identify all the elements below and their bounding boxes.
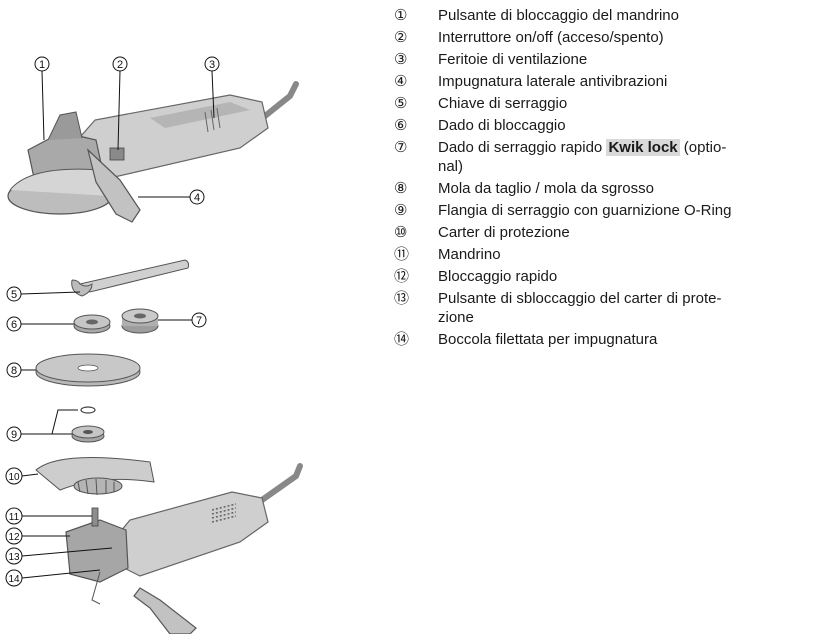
legend-text: Interruttore on/off (acceso/spento) — [438, 29, 664, 46]
legend-text: Pulsante di sbloccaggio del carter di pr… — [438, 290, 722, 326]
legend-item: ⑫ Bloccaggio rapido — [394, 267, 804, 286]
kwik-lock-nut-illustration — [121, 308, 159, 334]
flange-illustration — [71, 406, 105, 443]
parts-legend: ① Pulsante di bloccaggio del mandrino ② In… — [394, 6, 804, 352]
svg-text:9: 9 — [11, 429, 17, 441]
callout-13: 13 — [5, 547, 113, 565]
legend-text: Mandrino — [438, 246, 501, 263]
svg-text:10: 10 — [8, 472, 20, 483]
legend-number: ⑨ — [394, 202, 408, 219]
legend-number: ② — [394, 29, 408, 46]
svg-text:2: 2 — [117, 59, 123, 71]
lock-nut-illustration — [73, 314, 111, 334]
legend-item: ⑨ Flangia di serraggio con guarnizione O-… — [394, 201, 804, 220]
gear-head-bottom — [65, 519, 129, 583]
legend-item: ① Pulsante di bloccaggio del mandrino — [394, 6, 804, 25]
svg-text:14: 14 — [8, 574, 20, 585]
legend-number: ⑤ — [394, 95, 408, 112]
legend-number: ⑫ — [394, 268, 410, 285]
legend-text: Carter di protezione — [438, 224, 570, 241]
callout-4: 4 — [138, 189, 205, 205]
protective-guard-illustration — [35, 457, 155, 496]
callout-9: 9 — [6, 409, 78, 442]
svg-text:12: 12 — [8, 532, 20, 543]
callout-8: 8 — [6, 362, 36, 378]
callout-2: 2 — [112, 56, 128, 151]
legend-item: ② Interruttore on/off (acceso/spento) — [394, 28, 804, 47]
callout-6: 6 — [6, 316, 74, 332]
legend-text: Mola da taglio / mola da sgrosso — [438, 180, 654, 197]
side-handle-bottom — [133, 587, 197, 634]
svg-text:1: 1 — [39, 59, 45, 71]
legend-number: ③ — [394, 51, 408, 68]
legend-number: ⑩ — [394, 224, 408, 241]
legend-number: ⑭ — [394, 331, 410, 348]
legend-text: Dado di serraggio rapido — [438, 139, 607, 156]
legend-text: Chiave di serraggio — [438, 95, 568, 112]
legend-text: Bloccaggio rapido — [438, 268, 558, 285]
legend-text: Pulsante di bloccaggio del mandrino — [438, 7, 679, 24]
svg-text:5: 5 — [11, 289, 17, 301]
legend-item: ⑩ Carter di protezione — [394, 223, 804, 242]
illustration-svg: 1 2 3 4 5 6 — [5, 56, 303, 634]
callout-11: 11 — [5, 507, 92, 525]
side-handle — [86, 148, 141, 223]
legend-number: ⑬ — [394, 290, 410, 307]
legend-number: ⑦ — [394, 139, 408, 156]
wrench-illustration — [71, 259, 190, 297]
svg-text:8: 8 — [11, 365, 17, 377]
spindle-lock-button — [47, 111, 83, 141]
legend-item: ⑥ Dado di bloccaggio — [394, 116, 804, 135]
svg-text:13: 13 — [8, 552, 20, 563]
callout-1: 1 — [34, 56, 50, 141]
power-cord-bottom — [259, 463, 303, 503]
ventilation-slots — [204, 107, 221, 133]
angle-grinder-figure: 1 2 3 4 5 6 — [0, 0, 360, 634]
svg-text:3: 3 — [209, 59, 215, 71]
legend-item: ④ Impugnatura laterale antivibrazioni — [394, 72, 804, 91]
legend-item: ⑭ Boccola filettata per impugnatura — [394, 330, 804, 349]
svg-text:4: 4 — [194, 192, 200, 204]
legend-number: ⑥ — [394, 117, 408, 134]
legend-item: ⑪ Mandrino — [394, 245, 804, 264]
threaded-bushing — [91, 571, 101, 605]
svg-text:6: 6 — [11, 319, 17, 331]
legend-item: ⑦ Dado di serraggio rapido Kwik lock (opt… — [394, 138, 804, 176]
legend-text: Boccola filettata per impugnatura — [438, 331, 658, 348]
legend-number: ① — [394, 7, 408, 24]
vent-grid — [211, 503, 237, 523]
kwik-lock-highlight: Kwik lock — [606, 139, 680, 156]
legend-text: (optio- nal) — [438, 139, 727, 175]
legend-text: Impugnatura laterale antivibrazioni — [438, 73, 668, 90]
on-off-switch — [109, 147, 125, 161]
legend-number: ④ — [394, 73, 408, 90]
callout-14: 14 — [5, 569, 101, 587]
legend-item: ⑤ Chiave di serraggio — [394, 94, 804, 113]
legend-item: ⑧ Mola da taglio / mola da sgrosso — [394, 179, 804, 198]
legend-item: ③ Feritoie di ventilazione — [394, 50, 804, 69]
callout-5: 5 — [6, 286, 81, 302]
legend-number: ⑪ — [394, 246, 410, 263]
grip-band — [150, 102, 250, 128]
legend-number: ⑧ — [394, 180, 408, 197]
callout-12: 12 — [5, 527, 70, 545]
callout-3: 3 — [204, 56, 220, 119]
callout-10: 10 — [5, 467, 39, 485]
legend-text: Feritoie di ventilazione — [438, 51, 588, 68]
grinding-disc-illustration — [35, 353, 141, 387]
svg-text:7: 7 — [196, 315, 202, 327]
grinder-without-guard-illustration — [65, 463, 303, 634]
callout-7: 7 — [158, 312, 207, 328]
legend-text: Dado di bloccaggio — [438, 117, 566, 134]
legend-item: ⑬ Pulsante di sbloccaggio del carter di p… — [394, 289, 804, 327]
svg-text:11: 11 — [9, 512, 20, 523]
motor-housing-bottom — [99, 491, 269, 577]
legend-text: Flangia di serraggio con guarnizione O-R… — [438, 202, 732, 219]
assembled-grinder-illustration — [7, 81, 299, 223]
spindle — [91, 507, 99, 527]
